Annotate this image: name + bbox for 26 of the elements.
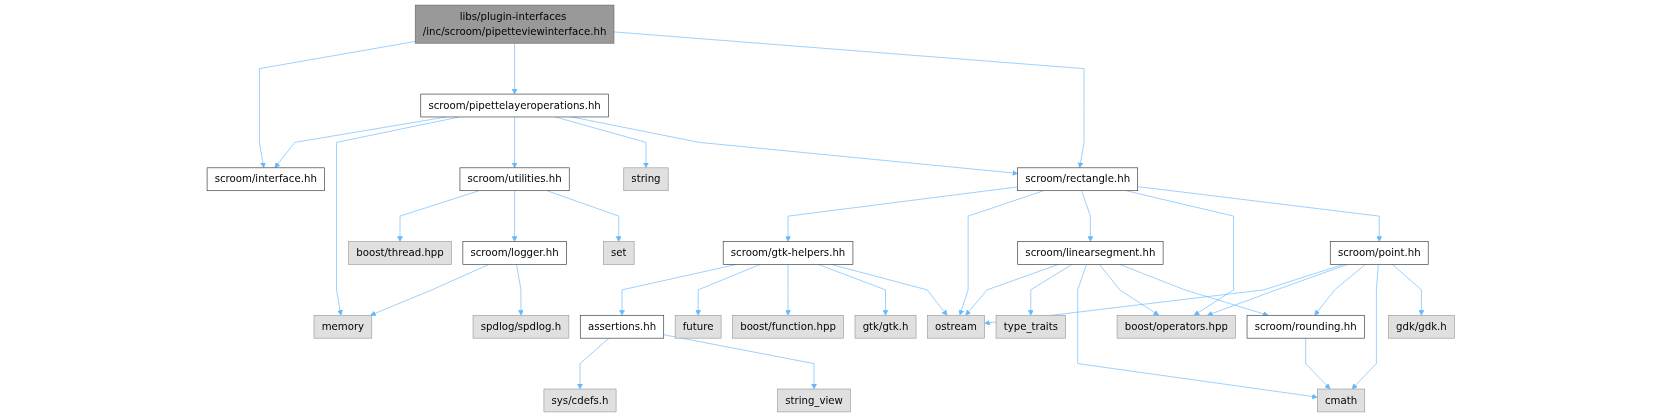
node-box: spdlog/spdlog.h	[472, 314, 569, 339]
node-box: scroom/gtk-helpers.hh	[722, 241, 853, 265]
node-box: boost/thread.hpp	[348, 241, 452, 265]
node-box: type_traits	[995, 314, 1066, 339]
node-box: scroom/interface.hh	[206, 167, 325, 191]
node-box: scroom/pipettelayeroperations.hh	[420, 93, 609, 118]
node-box: libs/plugin-interfaces /inc/scroom/pipetteviewinterface.hh	[414, 4, 614, 44]
node-box: gdk/gdk.h	[1387, 314, 1455, 339]
node-box: scroom/point.hh	[1329, 241, 1429, 265]
node-box: scroom/linearsegment.hh	[1017, 241, 1164, 265]
node-box: set	[602, 241, 635, 265]
node-box: scroom/utilities.hh	[459, 167, 570, 191]
node-box: assertions.hh	[579, 314, 664, 339]
node-box: memory	[313, 314, 372, 339]
node-box: ostream	[926, 314, 985, 339]
node-box: sys/cdefs.h	[543, 388, 617, 413]
node-box: scroom/rectangle.hh	[1017, 167, 1138, 191]
node-box: string	[623, 167, 669, 191]
node-box: gtk/gtk.h	[854, 314, 917, 339]
node-box: cmath	[1316, 388, 1365, 413]
node-box: boost/function.hpp	[731, 314, 844, 339]
node-box: string_view	[776, 388, 851, 413]
node-box: scroom/logger.hh	[462, 241, 567, 265]
node-box: future	[674, 314, 722, 339]
node-box: scroom/rounding.hh	[1246, 314, 1365, 339]
node-box: boost/operators.hpp	[1116, 314, 1236, 339]
